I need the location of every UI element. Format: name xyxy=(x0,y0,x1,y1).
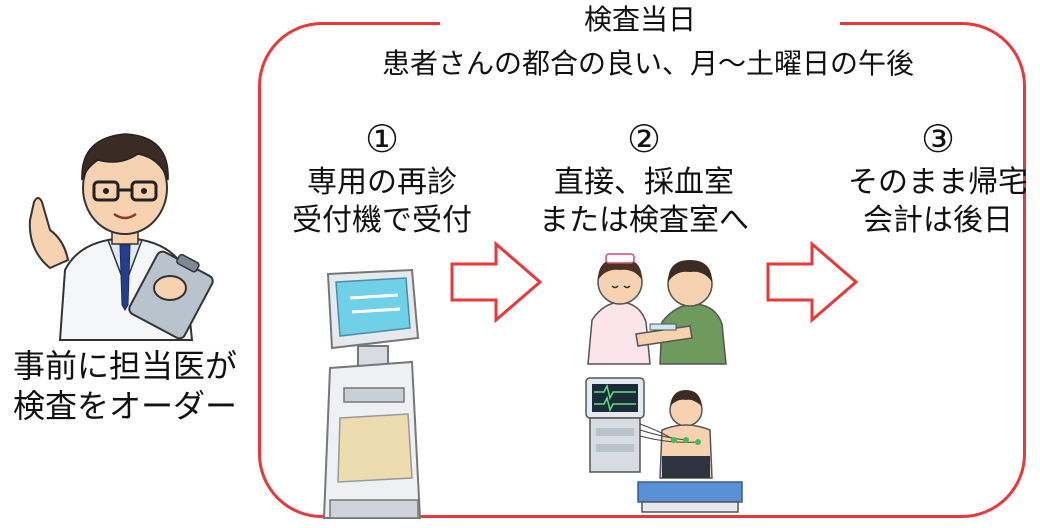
page-title: 検査当日 xyxy=(440,2,840,38)
doctor-caption-line1: 事前に担当医が xyxy=(12,347,237,385)
step-3-text: そのまま帰宅 会計は後日 xyxy=(838,164,1038,240)
step-1-line1: 専用の再診 xyxy=(307,165,457,200)
doctor-illustration xyxy=(28,133,214,341)
arrow-right-icon xyxy=(766,240,859,324)
step-2-text: 直接、採血室 または検査室へ xyxy=(532,164,756,240)
reception-kiosk-illustration xyxy=(322,268,422,519)
step-3-line2: 会計は後日 xyxy=(863,203,1013,238)
step-1-text: 専用の再診 受付機で受付 xyxy=(282,164,482,240)
step-2-line2: または検査室へ xyxy=(539,203,749,238)
step-1-number: ① xyxy=(364,117,400,161)
doctor-caption: 事前に担当医が 検査をオーダー xyxy=(0,346,250,426)
blood-draw-illustration xyxy=(587,253,727,365)
page-subtitle: 患者さんの都合の良い、月～土曜日の午後 xyxy=(381,47,914,80)
step-2-number: ② xyxy=(626,117,662,161)
step-1-line2: 受付機で受付 xyxy=(292,203,472,238)
arrow-right-icon xyxy=(450,240,543,324)
doctor-caption-line2: 検査をオーダー xyxy=(12,387,237,425)
step-2-line1: 直接、採血室 xyxy=(554,165,734,200)
step-3-number: ③ xyxy=(920,117,956,161)
ecg-exam-illustration xyxy=(585,377,743,513)
step-3-line1: そのまま帰宅 xyxy=(848,165,1028,200)
